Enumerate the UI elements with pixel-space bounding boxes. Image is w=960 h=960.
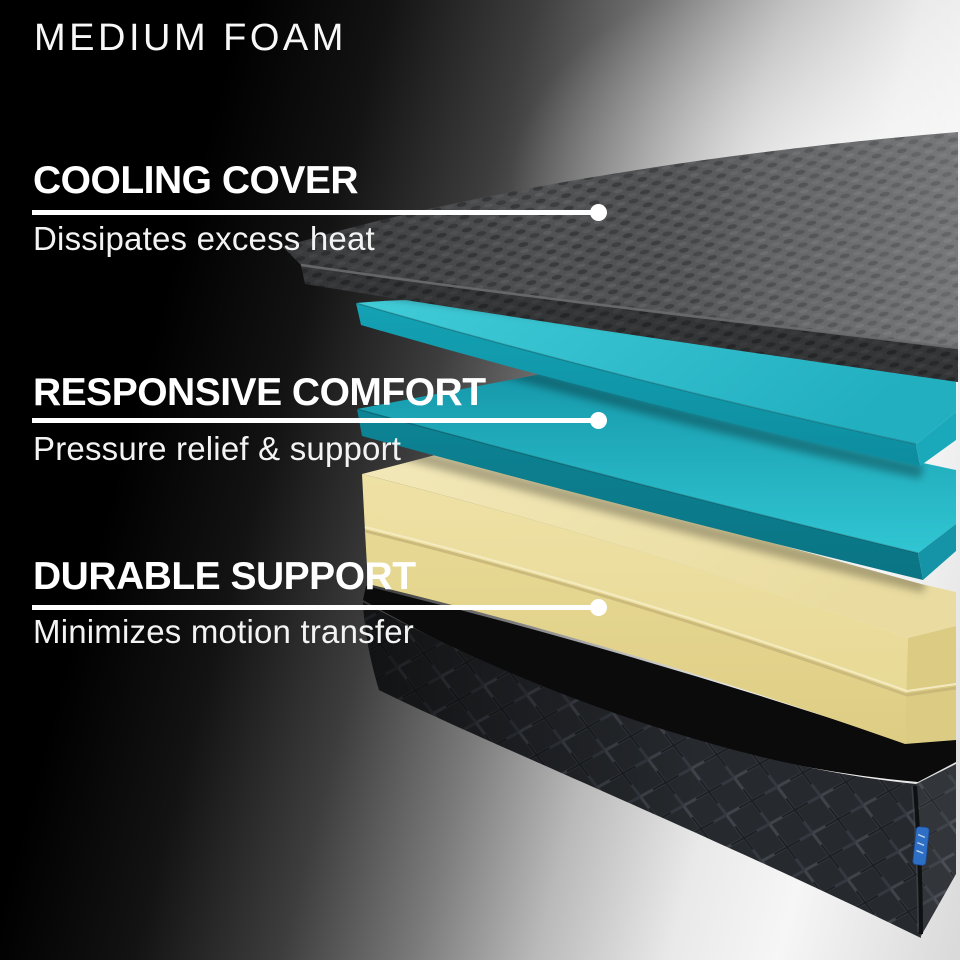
brand-tag — [912, 826, 930, 866]
comfort-lower-front-face — [357, 409, 923, 580]
callout-dot — [590, 412, 607, 429]
callout-pointer — [32, 599, 673, 616]
callout-description: Minimizes motion transfer — [33, 613, 414, 650]
cover-piping-seam — [300, 263, 959, 350]
support-foam-seam-highlight — [364, 526, 957, 693]
cover-top-sheen — [283, 132, 958, 348]
comfort-lower-edge-line — [356, 408, 919, 554]
callout-heading: DURABLE SUPPORT — [33, 555, 416, 598]
comfort-foam-lower-layer — [356, 372, 956, 580]
callout-heading: RESPONSIVE COMFORT — [33, 371, 486, 414]
support-foam-layer — [362, 452, 957, 744]
comfort-upper-end-face — [916, 412, 956, 466]
base-top-face — [363, 586, 956, 782]
callout-durable-support: DURABLE SUPPORT Minimizes motion transfe… — [32, 554, 673, 652]
support-foam-front-upper — [362, 474, 908, 694]
cover-front-band-shade — [301, 265, 958, 382]
callout-dot — [590, 204, 607, 221]
callout-pointer — [32, 412, 673, 429]
callout-responsive-comfort: RESPONSIVE COMFORT Pressure relief & sup… — [32, 370, 673, 469]
base-layer — [363, 586, 956, 938]
callout-pointer — [32, 204, 673, 221]
cooling-cover-layer — [283, 132, 959, 382]
base-left-shadow — [363, 602, 921, 938]
support-foam-end-face — [905, 626, 956, 744]
callout-description: Pressure relief & support — [33, 430, 402, 467]
support-foam-seam — [364, 529, 957, 697]
comfort-upper-front-face — [356, 303, 920, 466]
support-foam-shadow-from-above — [363, 452, 927, 593]
base-end-face-highlight — [916, 764, 956, 936]
base-end-face — [916, 764, 956, 936]
callout-dot — [590, 599, 607, 616]
callout-cooling-cover: COOLING COVER Dissipates excess heat — [32, 158, 673, 259]
callout-line — [32, 605, 591, 610]
callout-heading: COOLING COVER — [33, 159, 359, 202]
support-foam-front-lower — [365, 531, 907, 744]
comfort-upper-edge-line — [355, 302, 917, 445]
callout-description: Dissipates excess heat — [33, 220, 375, 257]
cover-front-band — [301, 265, 958, 382]
callout-line — [32, 210, 591, 215]
comfort-lower-end-face — [918, 524, 956, 580]
callout-line — [32, 418, 591, 423]
comfort-lower-shadow-from-above — [362, 372, 924, 479]
product-title: MEDIUM FOAM — [34, 17, 347, 59]
